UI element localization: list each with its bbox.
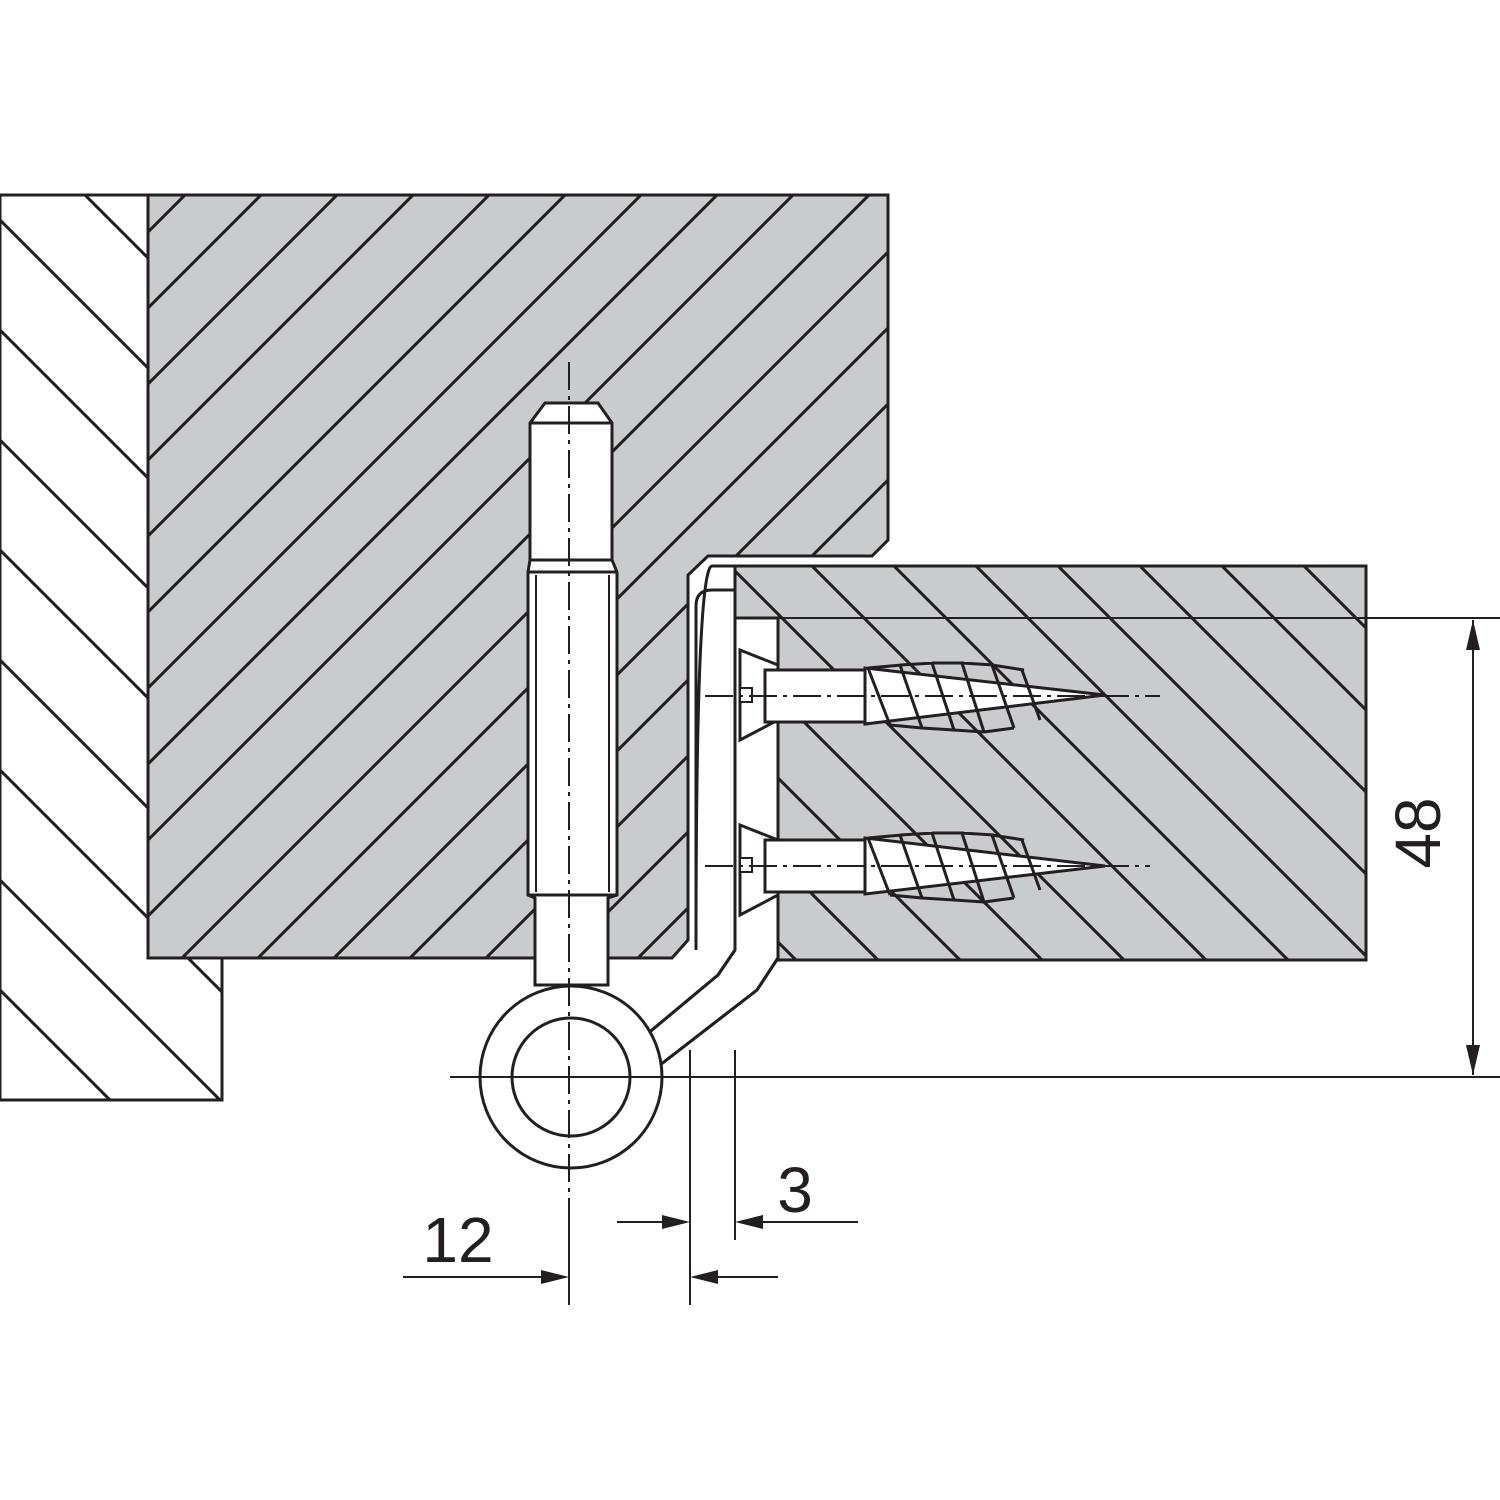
dimension-label-pin-offset: 12 [422, 1204, 493, 1276]
dimension-label-gap: 3 [777, 1154, 813, 1226]
door-leaf-section [733, 564, 1368, 962]
dimension-lines [403, 617, 1500, 1305]
hinge-pin [526, 401, 619, 987]
dimension-label-height: 48 [1382, 797, 1454, 868]
center-lines [568, 362, 1160, 1200]
dimension-arrows [541, 620, 1480, 1284]
frame-section [146, 193, 890, 960]
